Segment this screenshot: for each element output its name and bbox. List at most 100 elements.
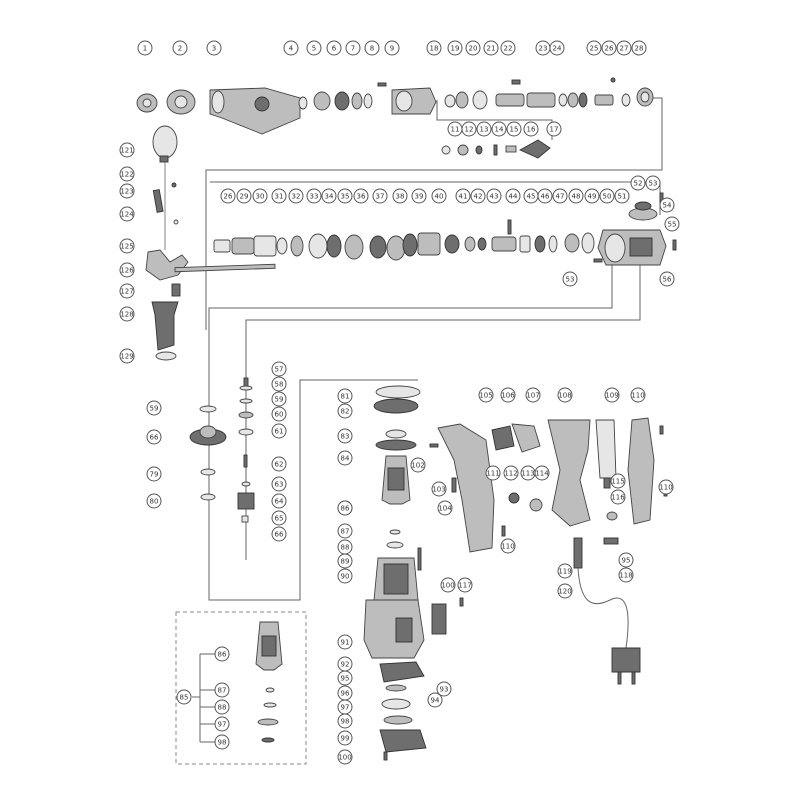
callout-number: 59: [150, 405, 159, 413]
callout-circle: [601, 40, 617, 56]
callout-number: 120: [558, 588, 571, 596]
callout-42: 42: [470, 188, 486, 204]
callout-number: 97: [218, 721, 227, 729]
part-8-ring: [363, 93, 373, 109]
callout-number: 22: [504, 45, 513, 53]
callout-circle: [119, 183, 135, 199]
callout-circle: [659, 197, 675, 213]
callout-122: 122: [119, 166, 135, 182]
callout-circle: [659, 271, 675, 287]
callout-circle: [457, 577, 473, 593]
callout-45: 45: [523, 188, 539, 204]
callout-26: 26: [220, 188, 236, 204]
callout-51: 51: [614, 188, 630, 204]
callout-3: 3: [206, 40, 222, 56]
callout-94: 94: [427, 692, 443, 708]
callout-circle: [549, 40, 565, 56]
callout-number: 25: [590, 45, 599, 53]
callout-9: 9: [384, 40, 400, 56]
callout-110: 110: [630, 387, 646, 403]
part-107-trigger: [511, 423, 541, 453]
callout-circle: [447, 40, 463, 56]
callout-circle: [618, 552, 634, 568]
callout-circle: [461, 121, 477, 137]
callout-number: 2: [178, 45, 182, 53]
callout-number: 50: [603, 193, 612, 201]
callout-circle: [119, 238, 135, 254]
callout-126: 126: [119, 262, 135, 278]
callout-circle: [476, 121, 492, 137]
callout-120: 120: [557, 583, 573, 599]
callout-7: 7: [345, 40, 361, 56]
callout-number: 100: [338, 754, 351, 762]
callout-19: 19: [447, 40, 463, 56]
callout-number: 9: [390, 45, 394, 53]
callout-109: 109: [604, 387, 620, 403]
callout-number: 37: [376, 193, 385, 201]
callout-58: 58: [271, 376, 287, 392]
gear-shaft-group: [213, 219, 595, 261]
callout-circle: [523, 121, 539, 137]
callout-47: 47: [552, 188, 568, 204]
callout-number: 85: [180, 694, 189, 702]
callout-22: 22: [500, 40, 516, 56]
callout-105: 105: [478, 387, 494, 403]
part-7-ring: [351, 92, 363, 110]
part-108-switch-housing: [547, 419, 591, 527]
callout-14: 14: [491, 121, 507, 137]
callout-circle: [631, 40, 647, 56]
callout-number: 61: [275, 428, 284, 436]
part-21-striker: [495, 93, 525, 107]
callout-number: 90: [341, 573, 350, 581]
callout-circle: [491, 121, 507, 137]
left-gear-group: [189, 405, 227, 501]
callout-number: 127: [120, 288, 133, 296]
callout-circle: [176, 689, 192, 705]
callout-number: 112: [504, 470, 517, 478]
part-129-cap: [155, 351, 177, 361]
callout-20: 20: [465, 40, 481, 56]
callout-49: 49: [584, 188, 600, 204]
callout-number: 15: [510, 126, 519, 134]
callout-number: 80: [150, 498, 159, 506]
callout-number: 27: [620, 45, 629, 53]
sub-assembly-11-17: [441, 139, 551, 159]
callout-103: 103: [431, 481, 447, 497]
callout-number: 64: [275, 498, 284, 506]
callout-113: 113: [520, 465, 536, 481]
callout-circle: [337, 388, 353, 404]
side-handle-group: [145, 125, 276, 361]
callout-number: 92: [341, 661, 350, 669]
callout-circle: [283, 40, 299, 56]
callout-number: 87: [341, 528, 350, 536]
callout-circle: [337, 634, 353, 650]
callout-circle: [271, 476, 287, 492]
callout-64: 64: [271, 493, 287, 509]
part-18-ring: [444, 94, 456, 108]
callout-129: 129: [119, 348, 135, 364]
callout-110: 110: [500, 538, 516, 554]
part-99-end-cap: [379, 729, 427, 753]
part-123-bolt: [152, 189, 164, 213]
callout-number: 47: [556, 193, 565, 201]
callout-38: 38: [392, 188, 408, 204]
callout-number: 33: [310, 193, 319, 201]
callout-95: 95: [618, 552, 634, 568]
callout-11: 11: [447, 121, 463, 137]
part-92-brush-holder: [379, 661, 425, 683]
callout-number: 98: [218, 739, 227, 747]
callout-circle: [465, 40, 481, 56]
callout-circle: [610, 489, 626, 505]
callout-circle: [119, 142, 135, 158]
callout-circle: [568, 188, 584, 204]
callout-circle: [337, 670, 353, 686]
callout-15: 15: [506, 121, 522, 137]
callout-circle: [455, 188, 471, 204]
callout-circle: [534, 465, 550, 481]
callout-circle: [506, 121, 522, 137]
callout-97: 97: [214, 716, 230, 732]
callout-number: 3: [212, 45, 216, 53]
motor-housing-group: [363, 597, 464, 761]
callout-63: 63: [271, 476, 287, 492]
callout-56: 56: [659, 271, 675, 287]
